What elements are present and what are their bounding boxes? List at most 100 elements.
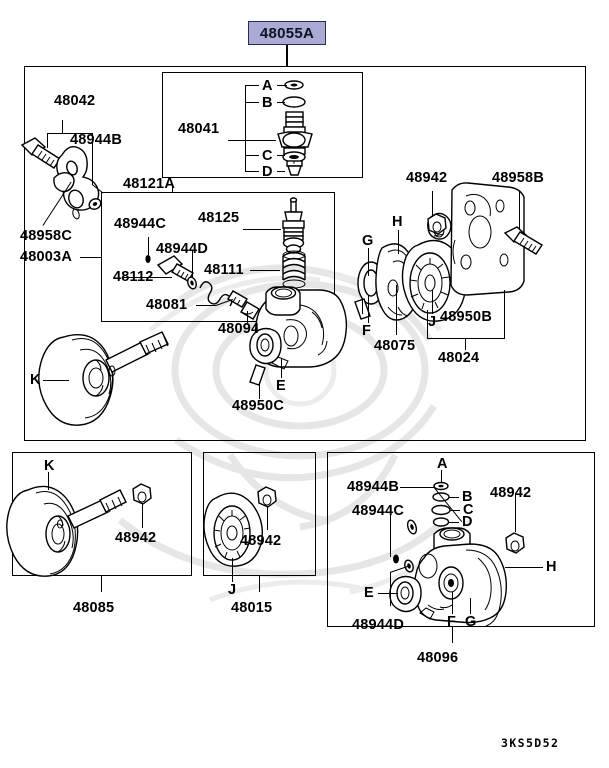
label-48942-bl[interactable]: 48942 [115, 530, 157, 546]
leader-j-bm [232, 558, 234, 582]
label-48944d[interactable]: 48944D [156, 241, 208, 257]
pump-housing-art [249, 286, 348, 370]
callout-k-bl[interactable]: K [44, 458, 55, 474]
leader-48042-right [92, 133, 94, 185]
callout-f-br[interactable]: F [447, 614, 456, 630]
leader-48944c-br [390, 513, 392, 557]
valve-48041-art [277, 80, 313, 176]
pump-body-48096-art [389, 527, 508, 627]
bracket-48024-right [504, 290, 506, 339]
nut-48942-bl-art [132, 483, 152, 505]
label-48003a[interactable]: 48003A [20, 249, 72, 265]
label-48125[interactable]: 48125 [198, 210, 240, 226]
caption-48085[interactable]: 48085 [73, 600, 115, 616]
leader-48041 [228, 140, 276, 142]
callout-d-br[interactable]: D [462, 514, 473, 530]
spring-48111-art [282, 250, 306, 289]
leader-48942-br [515, 494, 517, 532]
label-48094[interactable]: 48094 [218, 321, 260, 337]
leader-48075 [396, 285, 398, 335]
leader-48111 [250, 270, 280, 272]
callout-c-main[interactable]: C [262, 148, 273, 164]
bracket-a-tick [245, 85, 259, 87]
leader-48024-stem [465, 338, 467, 350]
label-48042[interactable]: 48042 [54, 93, 96, 109]
bracket-d-tick [245, 171, 259, 173]
washer-48944b-art [88, 198, 102, 210]
label-48081[interactable]: 48081 [146, 297, 188, 313]
badge-connector-line [286, 45, 288, 66]
label-48041[interactable]: 48041 [178, 121, 220, 137]
pulley-48085-art [6, 485, 127, 577]
panel-main-assembly [24, 66, 586, 441]
leader-48003a [80, 257, 102, 259]
callout-g-main[interactable]: G [362, 233, 374, 249]
leader-48094 [247, 311, 249, 323]
label-48942-br[interactable]: 48942 [490, 485, 532, 501]
callout-b-main[interactable]: B [262, 95, 273, 111]
leader-f-br [452, 592, 454, 614]
caption-48015[interactable]: 48015 [231, 600, 273, 616]
leader-e [281, 358, 283, 378]
group-box-48041 [162, 72, 363, 178]
leader-48944b-br-bar [400, 487, 434, 489]
leader-48942-bm [267, 506, 269, 530]
label-48950c[interactable]: 48950C [232, 398, 284, 414]
leader-48015-stem [259, 576, 261, 592]
label-48958b[interactable]: 48958B [492, 170, 544, 186]
label-48112[interactable]: 48112 [113, 269, 154, 285]
leader-48096-stem [452, 627, 454, 643]
label-48958c[interactable]: 48958C [20, 228, 72, 244]
leader-48942-bl [142, 503, 144, 528]
leader-c-br [450, 510, 460, 512]
callout-c-br[interactable]: C [463, 502, 474, 518]
callout-j-main[interactable]: J [428, 314, 437, 330]
bracket-48041-vert [245, 85, 247, 171]
label-48121a[interactable]: 48121A [123, 176, 175, 192]
label-48024[interactable]: 48024 [438, 350, 480, 366]
leader-g-br [470, 598, 472, 614]
callout-e-br[interactable]: E [364, 585, 374, 601]
label-48942-bm[interactable]: 48942 [240, 533, 282, 549]
callout-g-br[interactable]: G [465, 614, 477, 630]
label-48075[interactable]: 48075 [374, 338, 416, 354]
caption-48096[interactable]: 48096 [417, 650, 459, 666]
bolt-48958b-art [503, 226, 543, 255]
leader-j [432, 290, 434, 314]
label-48942-main[interactable]: 48942 [406, 170, 448, 186]
leader-48042-bar [47, 133, 93, 135]
leader-48950b [362, 300, 364, 314]
callout-a-br[interactable]: A [437, 456, 448, 472]
leader-k-main [43, 380, 69, 382]
pulley-shaft-art [38, 331, 169, 426]
nut-48942-main-art [427, 213, 447, 235]
valve-48125-art [282, 197, 305, 254]
callout-e-main[interactable]: E [276, 378, 286, 394]
bracket-48024-left [427, 310, 429, 339]
callout-j-bm[interactable]: J [228, 582, 237, 598]
callout-h-main[interactable]: H [392, 214, 403, 230]
leader-a-br [441, 470, 443, 482]
label-48111[interactable]: 48111 [204, 262, 244, 278]
callout-k-main[interactable]: K [30, 372, 41, 388]
label-48944d-br[interactable]: 48944D [352, 617, 404, 633]
leader-e-br [378, 593, 398, 595]
callout-f-main[interactable]: F [362, 323, 371, 339]
callout-b-br[interactable]: B [462, 489, 473, 505]
bracket-b-tick [245, 102, 259, 104]
callout-d-main[interactable]: D [262, 164, 273, 180]
leader-48958b [519, 191, 521, 229]
label-48944b-br[interactable]: 48944B [347, 479, 399, 495]
diagram-title-badge[interactable]: 48055A [248, 21, 326, 45]
label-48944c-br[interactable]: 48944C [352, 503, 404, 519]
leader-g [368, 248, 370, 276]
label-48944b[interactable]: 48944B [70, 132, 122, 148]
callout-h-br[interactable]: H [546, 559, 557, 575]
label-48950b[interactable]: 48950B [440, 309, 492, 325]
label-48944c[interactable]: 48944C [114, 216, 166, 232]
rotor-48015-art [203, 492, 264, 567]
callout-a-main[interactable]: A [262, 78, 273, 94]
screw-48112-art [156, 255, 194, 282]
